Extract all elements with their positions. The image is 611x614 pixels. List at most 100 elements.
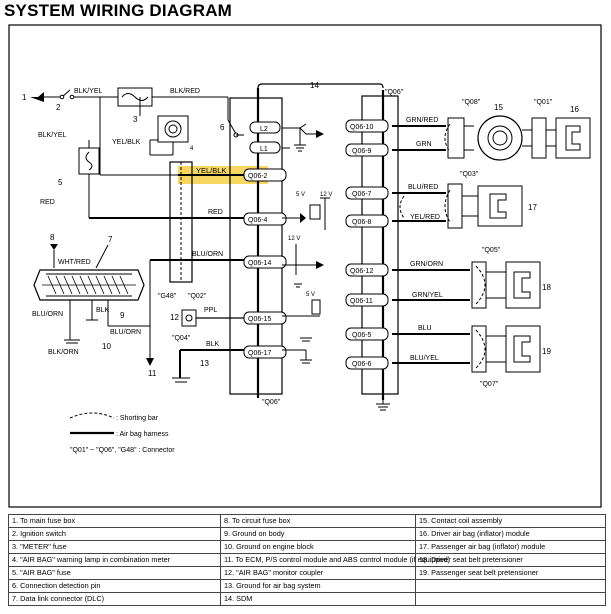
pin-q06-17-label: Q06-17 bbox=[248, 350, 271, 357]
voltage-12v-a: 12 V bbox=[320, 192, 332, 198]
wire-grn-yel: GRN/YEL bbox=[412, 292, 443, 299]
legend-cell: 16. Driver air bag (inflator) module bbox=[415, 527, 606, 541]
key-connector-note: "Q01" ~ "Q06", "G48" : Connector bbox=[70, 447, 175, 454]
wire-yel-blk: YEL/BLK bbox=[112, 139, 141, 146]
number-7: 7 bbox=[108, 235, 113, 244]
legend-cell: 12. "AIR BAG" monitor coupler bbox=[220, 566, 416, 580]
wire-wht-red: WHT/RED bbox=[58, 259, 91, 266]
wire-grn-orn: GRN/ORN bbox=[410, 261, 443, 268]
legend-cell bbox=[415, 592, 606, 606]
legend-row: 7. Data link connector (DLC)14. SDM bbox=[8, 592, 606, 606]
number-2: 2 bbox=[56, 103, 61, 112]
number-17: 17 bbox=[528, 203, 537, 212]
pin-q06-17 bbox=[243, 345, 287, 359]
voltage-5v-a: 5 V bbox=[296, 192, 305, 198]
number-16: 16 bbox=[570, 105, 579, 114]
pin-q06-14 bbox=[243, 255, 287, 269]
number-13: 13 bbox=[200, 359, 209, 368]
svg-text:Q06-7: Q06-7 bbox=[352, 191, 372, 198]
warning-lamp-icon bbox=[164, 120, 182, 138]
q01-label: "Q01" bbox=[534, 99, 553, 106]
svg-text:Q06-5: Q06-5 bbox=[352, 332, 372, 339]
legend-cell: 10. Ground on engine block bbox=[220, 540, 416, 554]
right-pins: Q06-10 Q06-9 Q06-7 Q06-8 Q06-12 Q06-11 Q… bbox=[345, 119, 389, 370]
q06-top-label: "Q06" bbox=[385, 89, 404, 96]
wire-blk-red-top: BLK/RED bbox=[170, 88, 200, 95]
number-6: 6 bbox=[220, 123, 225, 132]
contact-coil-icon bbox=[477, 115, 523, 161]
q06-right-box bbox=[361, 95, 399, 395]
legend-cell: 3. "METER" fuse bbox=[8, 540, 221, 554]
number-10: 10 bbox=[102, 342, 111, 351]
key-shorting-bar: : Shorting bar bbox=[116, 415, 159, 422]
legend-cell: 8. To circuit fuse box bbox=[220, 514, 416, 528]
number-15: 15 bbox=[494, 103, 503, 112]
sdm-box bbox=[229, 97, 283, 395]
wire-blu-orn-left: BLU/ORN bbox=[32, 311, 63, 318]
svg-text:Q06-12: Q06-12 bbox=[350, 268, 373, 275]
wire-blk-bottom: BLK bbox=[206, 341, 220, 348]
q02-label: "Q02" bbox=[188, 293, 207, 300]
voltage-5v-b: 5 V bbox=[306, 292, 315, 298]
wire-blu: BLU bbox=[418, 325, 432, 332]
wire-yel-red: YEL/RED bbox=[410, 214, 440, 221]
number-4: 4 bbox=[190, 146, 194, 152]
legend-cell: 11. To ECM, P/S control module and ABS c… bbox=[220, 553, 450, 567]
number-8: 8 bbox=[50, 233, 55, 242]
svg-text:Q06-10: Q06-10 bbox=[350, 124, 373, 131]
pin-q06-15-label: Q06-15 bbox=[248, 316, 271, 323]
air-bag-fuse-box bbox=[78, 147, 100, 175]
legend-cell: 7. Data link connector (DLC) bbox=[8, 592, 221, 606]
legend-cell: 1. To main fuse box bbox=[8, 514, 221, 528]
svg-text:Q06-9: Q06-9 bbox=[352, 148, 372, 155]
legend-cell: 2. Ignition switch bbox=[8, 527, 221, 541]
l1-coil bbox=[249, 141, 281, 154]
pin-q06-4-label: Q06-4 bbox=[248, 217, 268, 224]
q07-label: "Q07" bbox=[480, 381, 499, 388]
wire-red-left: RED bbox=[40, 199, 55, 206]
legend-cell: 17. Passenger air bag (inflator) module bbox=[415, 540, 606, 554]
l2-label: L2 bbox=[260, 126, 268, 133]
legend-cell: 15. Contact coil assembly bbox=[415, 514, 606, 528]
warning-lamp-box bbox=[157, 115, 189, 143]
svg-text:Q06-8: Q06-8 bbox=[352, 219, 372, 226]
number-9: 9 bbox=[120, 311, 125, 320]
wire-blk-orn: BLK/ORN bbox=[48, 349, 79, 356]
wire-blk-yel-left: BLK/YEL bbox=[38, 132, 67, 139]
voltage-12v-b: 12 V bbox=[288, 236, 300, 242]
wire-grn-red: GRN/RED bbox=[406, 117, 438, 124]
number-3: 3 bbox=[133, 115, 138, 124]
dlc-connector bbox=[33, 269, 145, 301]
driver-airbag-module bbox=[555, 117, 591, 159]
shorting-bar-symbol bbox=[69, 412, 115, 419]
driver-pretensioner bbox=[505, 261, 541, 309]
number-19: 19 bbox=[542, 347, 551, 356]
legend-cell: 14. SDM bbox=[220, 592, 416, 606]
g48-label: "G48" bbox=[158, 293, 177, 300]
wire-yel-blk-highlighted: YEL/BLK bbox=[196, 166, 226, 175]
passenger-pretensioner bbox=[505, 325, 541, 373]
number-5: 5 bbox=[58, 178, 63, 187]
page-title: SYSTEM WIRING DIAGRAM bbox=[4, 1, 233, 20]
legend-cell: 18. Driver seat belt pretensioner bbox=[415, 553, 606, 567]
key-air-bag-harness: : Air bag harness bbox=[116, 431, 169, 438]
legend-cell: 5. "AIR BAG" fuse bbox=[8, 566, 221, 580]
legend-cell: 6. Connection detection pin bbox=[8, 579, 221, 593]
q04-label: "Q04" bbox=[172, 335, 191, 342]
pin-q06-2-label: Q06-2 bbox=[248, 173, 268, 180]
l2-coil bbox=[249, 121, 281, 134]
q03-label: "Q03" bbox=[460, 171, 479, 178]
wire-blk-yel-top: BLK/YEL bbox=[74, 88, 103, 95]
number-18: 18 bbox=[542, 283, 551, 292]
wire-blu-yel: BLU/YEL bbox=[410, 355, 439, 362]
legend-cell: 19. Passenger seat belt pretensioner bbox=[415, 566, 606, 580]
number-12: 12 bbox=[170, 313, 179, 322]
legend-cell: 13. Ground for air bag system bbox=[220, 579, 416, 593]
legend-cell bbox=[415, 579, 606, 593]
